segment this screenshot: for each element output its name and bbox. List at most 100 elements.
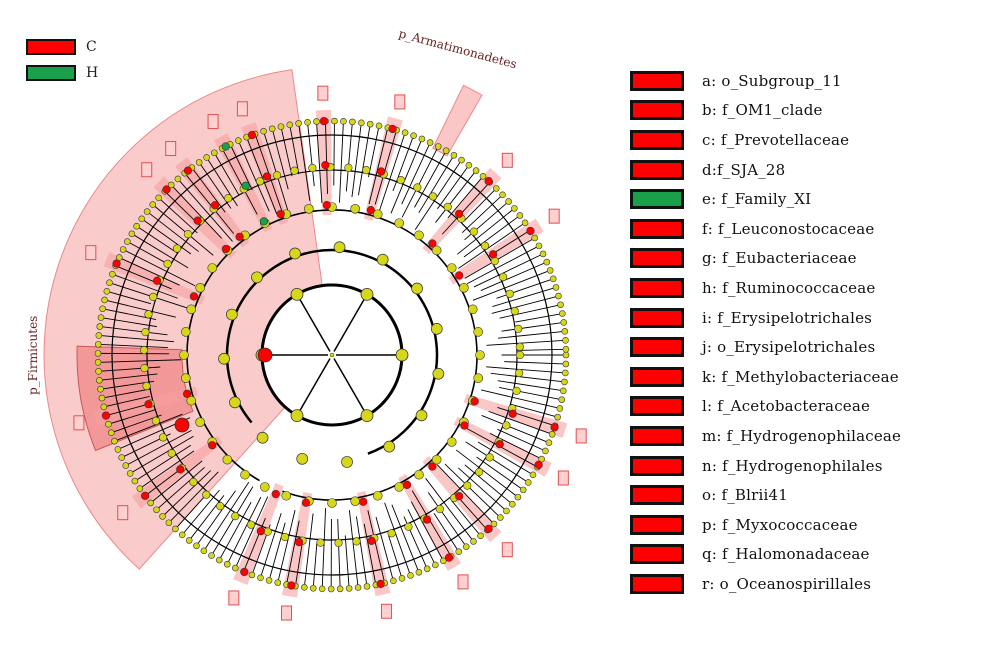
leaf-node — [505, 198, 512, 205]
family-node — [183, 230, 193, 239]
leaf-node — [561, 328, 569, 335]
leaf-spoke — [447, 177, 483, 219]
ruminococcaceae-node — [174, 417, 190, 433]
leaf-node — [99, 305, 106, 313]
leaf-spoke — [510, 403, 556, 418]
leaf-node — [95, 332, 103, 339]
enriched-node-n — [422, 515, 432, 524]
leaf-node — [223, 560, 231, 568]
leaf-spoke — [100, 366, 161, 372]
key-label: e: f_Family_XI — [702, 190, 812, 209]
leaf-node — [336, 585, 344, 593]
order-node — [181, 327, 191, 337]
leaf-node — [174, 175, 182, 183]
clade-mark-a — [501, 152, 513, 168]
leaf-node — [401, 129, 409, 137]
leaf-spoke — [345, 123, 353, 192]
leaf-spoke — [120, 258, 180, 286]
leaf-node — [122, 462, 130, 469]
leaf-node — [366, 120, 374, 128]
class-node — [432, 367, 445, 380]
family-node — [144, 310, 153, 319]
leaf-node — [159, 513, 166, 520]
leaf-spoke — [148, 212, 199, 252]
leaf-spoke — [337, 518, 341, 587]
leaf-spoke — [172, 186, 222, 239]
family-node — [344, 163, 353, 172]
leaf-node — [542, 447, 549, 455]
enriched-node-c — [322, 200, 331, 210]
order-node — [186, 395, 197, 406]
leaf-spoke — [272, 130, 289, 190]
key-item-m: m: f_Hydrogenophilaceae — [630, 421, 901, 451]
enriched-node-n — [402, 480, 412, 490]
key-label: l: f_Acetobacteraceae — [702, 397, 871, 416]
leaf-spoke — [235, 496, 269, 567]
leaf-spoke — [110, 409, 157, 425]
legend-label-c: C — [86, 39, 97, 55]
family-node — [514, 324, 523, 333]
family-node — [469, 227, 478, 236]
leaf-node — [97, 385, 104, 393]
key-swatch — [630, 485, 684, 506]
leaf-spoke — [491, 296, 557, 314]
leaf-spoke — [357, 126, 371, 196]
enriched-node-c — [321, 161, 330, 170]
leaf-spoke — [497, 428, 544, 451]
leaf-node — [149, 201, 157, 208]
leaf-node — [562, 337, 569, 344]
leaf-spoke — [298, 125, 311, 201]
enriched-node-l — [287, 581, 296, 590]
leaf-node — [439, 557, 447, 565]
key-item-r: r: o_Oceanospirillales — [630, 569, 901, 599]
enriched-node-a — [428, 239, 437, 248]
key-swatch — [630, 573, 684, 594]
leaf-spoke — [131, 435, 194, 473]
enriched-node-a — [484, 177, 493, 186]
leaf-node — [97, 314, 105, 321]
key-swatch — [630, 514, 684, 535]
clade-mark-c — [317, 85, 329, 101]
leaf-node — [423, 565, 431, 573]
leaf-node — [345, 585, 353, 592]
leaf-node — [165, 519, 173, 527]
family-node — [163, 259, 172, 268]
key-label: f: f_Leuconostocaceae — [702, 219, 875, 238]
leaf-spoke — [351, 124, 362, 198]
leaf-spoke — [418, 156, 454, 214]
leaf-node — [562, 369, 569, 377]
order-node — [473, 373, 483, 383]
class-node — [376, 253, 389, 266]
family-node — [515, 342, 524, 351]
clade-mark-l — [281, 605, 293, 621]
enriched-node-n — [444, 553, 454, 562]
leaf-node — [103, 287, 111, 295]
leaf-spoke — [464, 238, 534, 279]
leaf-node — [398, 574, 406, 582]
family-node — [151, 416, 161, 425]
class-node — [256, 431, 269, 444]
leaf-spoke — [414, 161, 461, 231]
leaf-spoke — [316, 123, 323, 204]
leaf-spoke — [427, 492, 466, 546]
leaf-node — [499, 191, 506, 199]
leaf-node — [257, 574, 264, 582]
leaf-spoke — [312, 541, 318, 587]
family-node — [224, 194, 233, 203]
order-node — [304, 204, 314, 214]
leaf-node — [519, 486, 527, 494]
leaf-node — [561, 378, 568, 386]
leaf-spoke — [219, 502, 252, 559]
order-node — [372, 209, 383, 220]
leaf-spoke — [414, 152, 446, 208]
key-item-d: d:f_SJA_28 — [630, 155, 901, 185]
leaf-spoke — [465, 441, 527, 482]
leaf-spoke — [515, 313, 561, 323]
enriched-node-b — [489, 250, 498, 259]
key-item-a: a: o_Subgroup_11 — [630, 66, 901, 96]
leaf-spoke — [425, 478, 473, 541]
order-node — [186, 304, 197, 315]
order-node — [281, 490, 292, 501]
leaf-spoke — [455, 449, 517, 497]
order-node — [394, 482, 404, 492]
